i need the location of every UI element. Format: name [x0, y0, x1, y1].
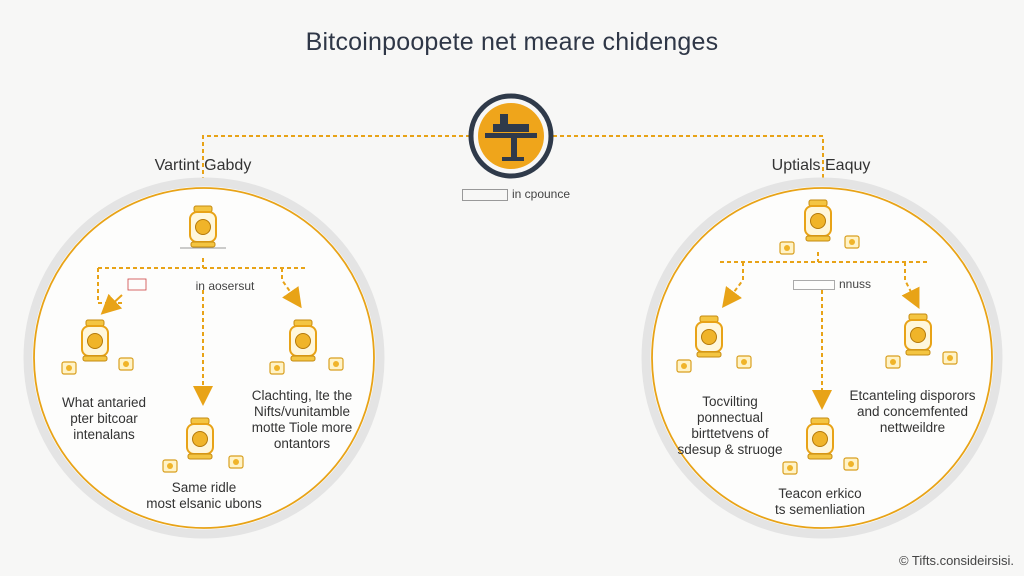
right-cluster-bottom-text: Teacon erkico ts semenliation — [774, 486, 866, 517]
left-mid-left-box-icon — [61, 361, 77, 375]
left-mid-right-box-icon-2 — [328, 357, 344, 371]
right-cluster-right-text: Etcanteling disporors and concemfented n… — [849, 388, 976, 435]
right-mid-left-box-icon-2 — [736, 355, 752, 369]
right-mid-left-coin-icon — [695, 315, 723, 358]
left-bottom-box-icon — [162, 459, 178, 473]
left-cluster-heading: Vartint Gabdy — [154, 157, 252, 174]
left-top-coin-icon — [189, 205, 217, 248]
left-mid-left-coin-icon — [81, 319, 109, 362]
right-cluster-left-text: Tocvilting ponnectual birttetvens of sde… — [677, 394, 783, 457]
right-cluster-heading: Uptials Eaquy — [771, 157, 871, 174]
right-cluster-ring — [651, 187, 993, 529]
right-branch-label-glyph — [792, 279, 835, 290]
left-cluster-ring — [33, 187, 375, 529]
right-bottom-box-icon — [782, 461, 798, 475]
hub-caption: in cpounce — [446, 186, 586, 202]
right-branch-label: nnuss — [772, 276, 892, 292]
copyright-notice: © Tifts.consideirsisi. — [898, 553, 1014, 568]
right-mid-right-box-icon — [885, 355, 901, 369]
left-bottom-box-icon-2 — [228, 455, 244, 469]
left-cluster-left-text: What antaried pter bitcoar intenalans — [61, 395, 147, 442]
right-bottom-box-icon-2 — [843, 457, 859, 471]
right-cluster-circle — [641, 177, 1003, 539]
hub-connectors — [202, 135, 824, 190]
right-top-box-icon-2 — [844, 235, 860, 249]
left-cluster-bottom-text: Same ridle most elsanic ubons — [146, 480, 262, 511]
right-top-box-icon — [779, 241, 795, 255]
left-branch-label: in aosersut — [195, 279, 255, 293]
left-cluster-graph — [61, 205, 344, 473]
diagram-title: Bitcoinpoopete net meare chidenges — [305, 28, 719, 56]
right-mid-right-coin-icon — [904, 313, 932, 356]
right-top-coin-icon — [804, 199, 832, 242]
left-cluster-circle — [23, 177, 385, 539]
right-mid-right-box-icon-2 — [942, 351, 958, 365]
right-mid-left-box-icon — [676, 359, 692, 373]
hub-caption-glyph — [461, 188, 508, 201]
left-cluster-right-text: Clachting, lte the Nifts/vunitamble mott… — [251, 388, 353, 451]
left-mid-right-box-icon — [269, 361, 285, 375]
left-mid-right-coin-icon — [289, 319, 317, 362]
right-cluster-graph — [676, 199, 958, 475]
bitcoin-hub-icon — [468, 93, 554, 179]
left-mid-left-box-icon-2 — [118, 357, 134, 371]
left-bottom-coin-icon — [186, 417, 214, 460]
